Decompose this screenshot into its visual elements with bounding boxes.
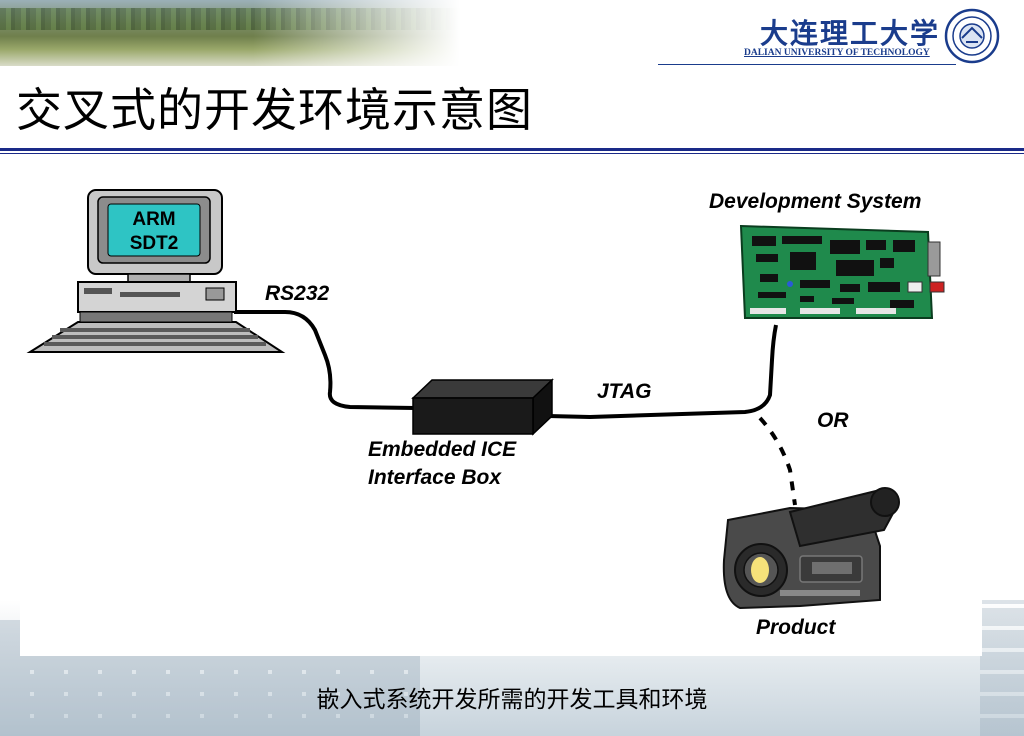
product-camcorder [722,487,900,610]
monitor-screen [107,203,201,257]
monitor-text-sdt2: SDT2 [130,233,179,254]
header-landscape-photo [0,0,460,66]
embedded-ice-box [411,378,554,436]
ice-box-label-line2: Interface Box [368,466,502,489]
rs232-cable [234,310,416,410]
optional-link-dashed [758,416,797,506]
dev-system-label: Development System [709,190,921,213]
slide-title: 交叉式的开发环境示意图 [16,83,533,137]
logo-underline [658,64,956,65]
university-logo-english: DALIAN UNIVERSITY OF TECHNOLOGY [744,48,930,58]
host-pc: ARM SDT2 [26,189,286,353]
title-rule-thin [0,153,1024,154]
product-label: Product [756,616,836,639]
university-seal-icon [944,8,1000,64]
university-logo-text: 大连理工大学 [760,17,941,50]
ice-box-label-line1: Embedded ICE [368,438,517,461]
title-rule [0,148,1024,151]
slide-caption: 嵌入式系统开发所需的开发工具和环境 [316,687,708,713]
rs232-label: RS232 [265,282,330,305]
or-label: OR [817,409,849,432]
development-board [739,224,945,319]
monitor-text-arm: ARM [132,209,175,230]
jtag-label: JTAG [597,380,651,403]
bottom-decoration-right [980,600,1024,736]
jtag-cable [547,324,778,419]
